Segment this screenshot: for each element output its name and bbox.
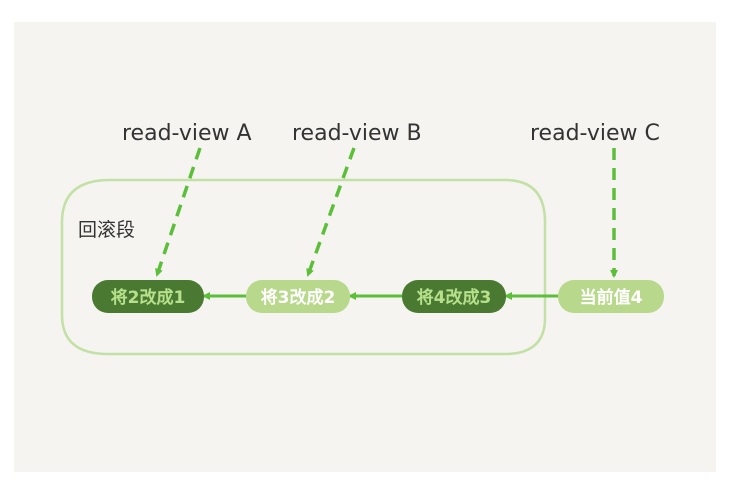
undo-node-1-label: 将2改成1 — [111, 287, 186, 308]
read-view-a-pointer — [155, 147, 202, 277]
read-view-b-label: read-view B — [292, 121, 422, 146]
diagram-canvas — [14, 22, 716, 472]
container-label: 回滚段 — [78, 219, 135, 241]
current-value-label: 当前值4 — [580, 287, 643, 308]
read-view-a-label: read-view A — [122, 121, 252, 146]
undo-node-2: 将3改成2 — [246, 280, 350, 313]
read-view-b-pointer — [306, 147, 356, 277]
undo-node-2-label: 将3改成2 — [261, 287, 336, 308]
current-value-node: 当前值4 — [558, 280, 664, 313]
undo-node-1: 将2改成1 — [92, 280, 204, 313]
rollback-segment-container — [60, 178, 547, 356]
read-view-c-label: read-view C — [530, 121, 660, 146]
undo-node-3: 将4改成3 — [402, 280, 506, 313]
undo-node-3-label: 将4改成3 — [417, 287, 492, 308]
